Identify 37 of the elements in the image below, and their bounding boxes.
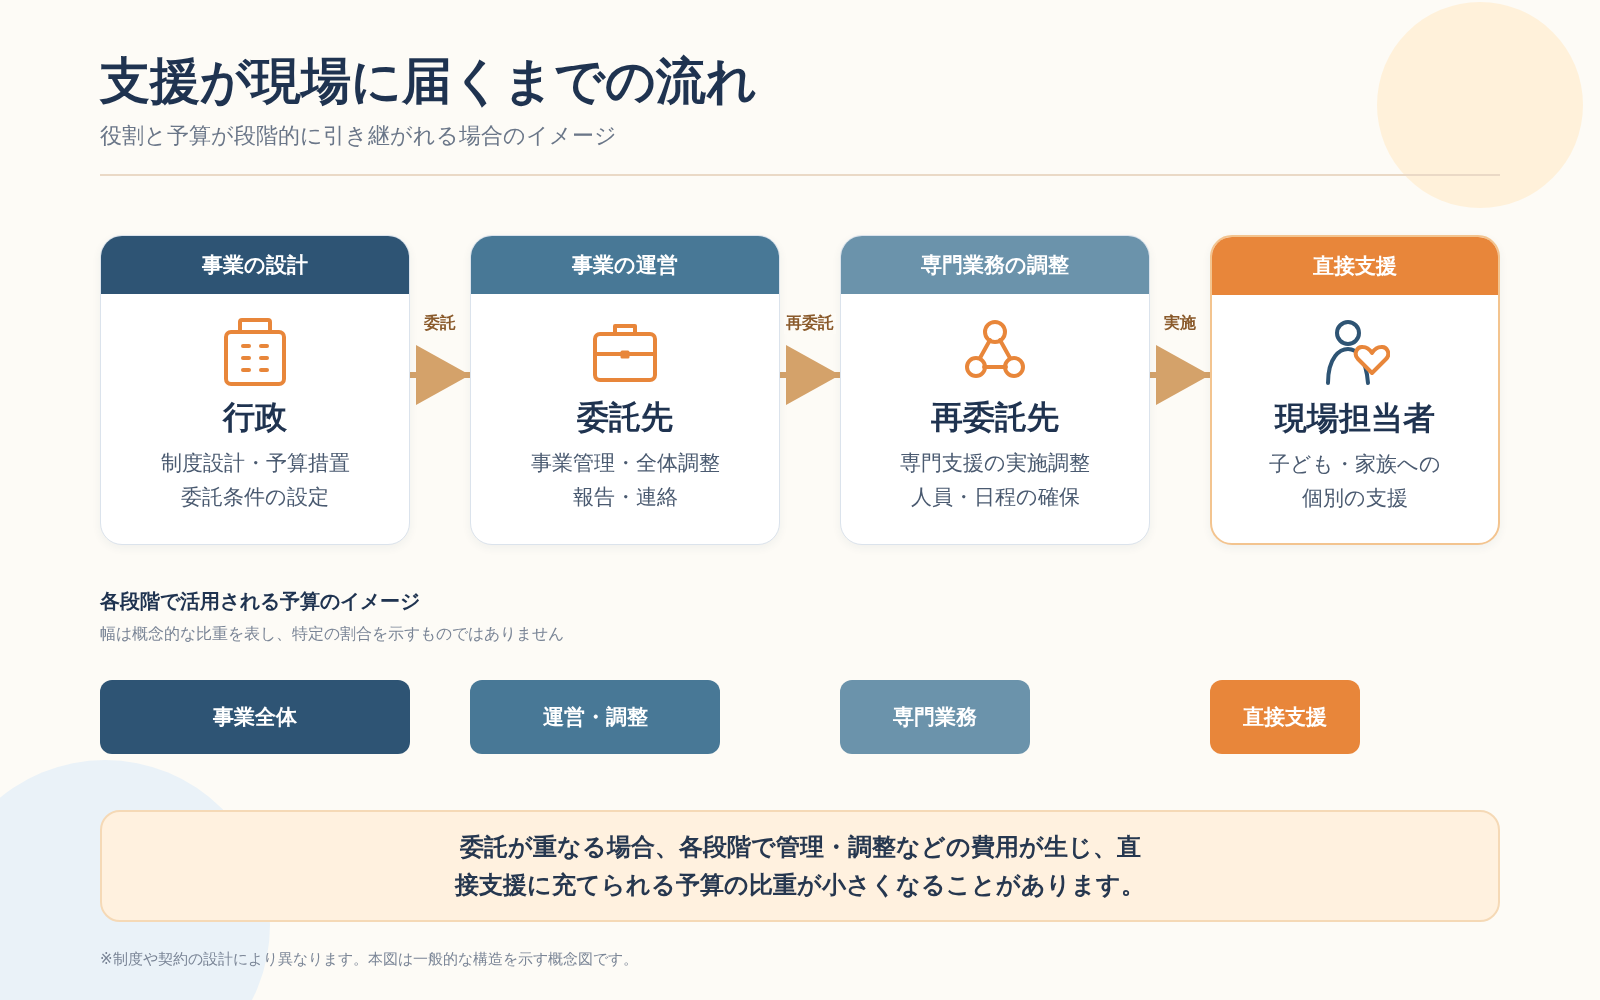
edge-label: 委託 <box>422 313 458 334</box>
stage-card <box>100 235 410 545</box>
footnote: ※制度や契約の設計により異なります。本図は一般的な構造を示す概念図です。 <box>100 950 638 969</box>
note-text: 幅は概念的な比重を表し、特定の割合を示すものではありません <box>100 624 564 645</box>
card-description: 個別の支援 <box>1301 485 1409 512</box>
stage-card <box>470 235 780 545</box>
card-title: 再委託先 <box>930 397 1060 438</box>
card-header: 事業の運営 <box>471 236 779 294</box>
arrow <box>1150 345 1210 405</box>
section-heading: 各段階で活用される予算のイメージ <box>100 588 420 615</box>
budget-bar: 事業全体 <box>100 680 410 754</box>
card-description: 委託条件の設定 <box>180 484 330 511</box>
card-description: 子ども・家族への <box>1268 451 1442 478</box>
title: 支援が現場に届くまでの流れ <box>100 51 757 112</box>
card-header: 事業の設計 <box>101 236 409 294</box>
card-description: 制度設計・予算措置 <box>159 450 351 477</box>
callout-box <box>100 810 1500 922</box>
card-title: 行政 <box>221 397 288 438</box>
card-header: 専門業務の調整 <box>841 236 1149 294</box>
subtitle: 役割と予算が段階的に引き継がれる場合のイメージ <box>100 122 617 150</box>
budget-bar: 専門業務 <box>840 680 1030 754</box>
stage-card <box>840 235 1150 545</box>
arrow <box>410 345 470 405</box>
card-description: 事業管理・全体調整 <box>529 450 721 477</box>
edge-label: 再委託 <box>784 313 836 334</box>
card-header: 直接支援 <box>1212 237 1498 295</box>
stage-card <box>1210 235 1500 545</box>
card-description: 専門支援の実施調整 <box>899 450 1091 477</box>
callout-text: 委託が重なる場合、各段階で管理・調整などの費用が生じ、直接支援に充てられる予算の比重が小さくなることがあります。 <box>453 831 1146 901</box>
card-title: 現場担当者 <box>1273 398 1436 439</box>
budget-bar: 運営・調整 <box>470 680 720 754</box>
budget-bar: 直接支援 <box>1210 680 1360 754</box>
card-description: 報告・連絡 <box>571 484 679 511</box>
arrow <box>780 345 840 405</box>
card-description: 人員・日程の確保 <box>909 484 1081 511</box>
card-title: 委託先 <box>576 397 674 438</box>
edge-label: 実施 <box>1162 313 1198 334</box>
